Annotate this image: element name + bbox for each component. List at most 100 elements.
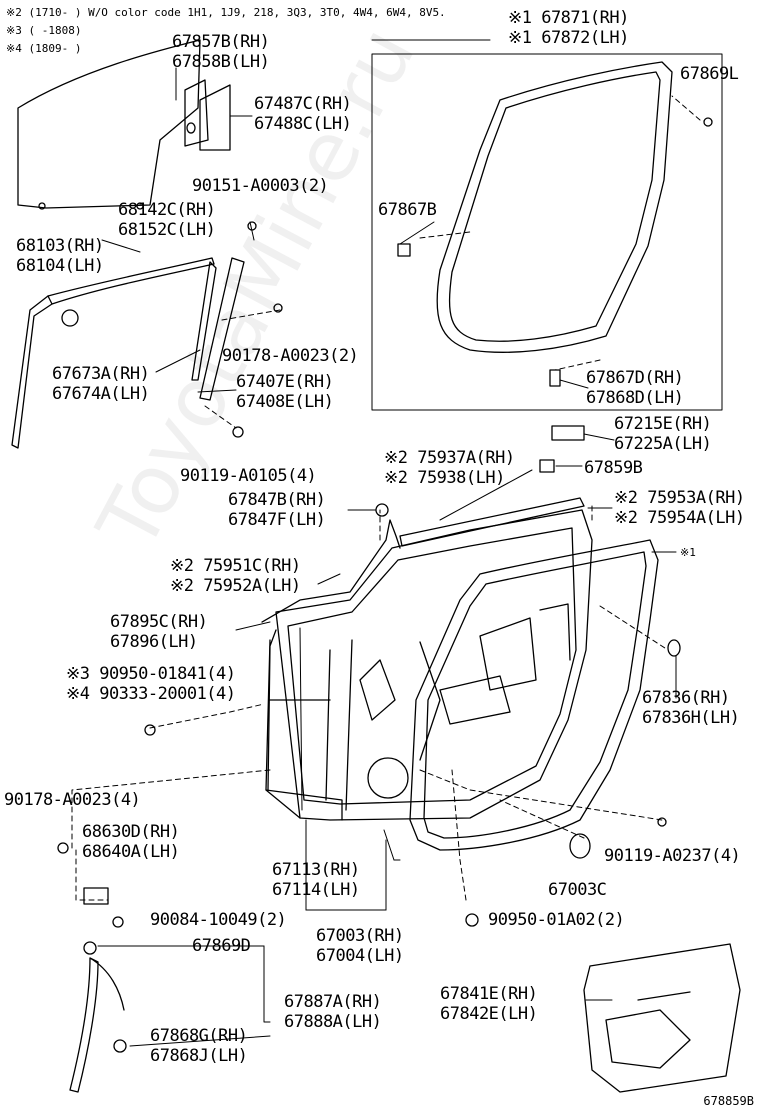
callout-67841-lh: 67842E(LH) [440, 1004, 538, 1024]
door-glass [17, 39, 201, 210]
callout-67407-lh: 67408E(LH) [236, 392, 334, 412]
belt-weatherstrip [399, 425, 585, 547]
callout-67871-rh: ※1 67871(RH) [508, 8, 629, 28]
callout-90084: 90084-10049(2) [150, 910, 287, 930]
note-date-2: ※4 (1809- ) [6, 42, 82, 55]
outer-door-frame [261, 519, 401, 821]
lower-frame-garnish [69, 941, 271, 1093]
callout-67867d-lh: 67868D(LH) [586, 388, 684, 408]
callout-67868g-lh: 67868J(LH) [150, 1046, 248, 1066]
weatherstrip-inset-box [371, 53, 723, 411]
callout-67841: 67841E(RH) 67842E(LH) [440, 984, 538, 1024]
callout-67841-rh: 67841E(RH) [440, 984, 538, 1004]
callout-90950-a-rh: ※3 90950-01841(4) [66, 664, 236, 684]
division-bar-garnish [199, 84, 253, 151]
leader-lines [71, 505, 663, 901]
callout-75937: ※2 75937A(RH) ※2 75938(LH) [384, 448, 515, 488]
callout-68630-rh: 68630D(RH) [82, 822, 180, 842]
solid-leaders [101, 39, 677, 1047]
door-weatherstrip [397, 61, 713, 387]
callout-67113-lh: 67114(LH) [272, 880, 360, 900]
callout-67215-rh: 67215E(RH) [614, 414, 712, 434]
callout-68630: 68630D(RH) 68640A(LH) [82, 822, 180, 862]
callout-67003-lh: 67004(LH) [316, 946, 404, 966]
callout-67847-rh: 67847B(RH) [228, 490, 326, 510]
callout-67895-lh: 67896(LH) [110, 632, 198, 652]
door-panel [275, 509, 593, 821]
callout-90950-a-lh: ※4 90333-20001(4) [66, 684, 236, 704]
callout-90084-text: 90084-10049(2) [150, 910, 287, 930]
callout-67868g-rh: 67868G(RH) [150, 1026, 248, 1046]
callout-67895: 67895C(RH) 67896(LH) [110, 612, 208, 652]
callout-90119-a-text: 90119-A0105(4) [180, 466, 317, 486]
callout-67847-lh: 67847F(LH) [228, 510, 326, 530]
callout-67857-lh: 67858B(LH) [172, 52, 270, 72]
callout-67215-lh: 67225A(LH) [614, 434, 712, 454]
callout-67869d-text: 67869D [192, 936, 251, 956]
callout-67113: 67113(RH) 67114(LH) [272, 860, 360, 900]
callout-67836-lh: 67836H(LH) [642, 708, 740, 728]
callout-75953: ※2 75953A(RH) ※2 75954A(LH) [614, 488, 745, 528]
callout-75951-rh: ※2 75951C(RH) [170, 556, 301, 576]
note-color-code: ※2 (1710- ) W/O color code 1H1, 1J9, 218… [6, 6, 446, 19]
callout-68103-rh: 68103(RH) [16, 236, 104, 256]
rear-lower-channel [199, 221, 283, 438]
callout-67887-rh: 67887A(RH) [284, 992, 382, 1012]
callout-90151-text: 90151-A0003(2) [192, 176, 329, 196]
callout-90151: 90151-A0003(2) [192, 176, 329, 196]
callout-67857-rh: 67857B(RH) [172, 32, 270, 52]
callout-68630-lh: 68640A(LH) [82, 842, 180, 862]
callout-67867b-text: 67867B [378, 200, 437, 220]
callout-67871: ※1 67871(RH) ※1 67872(LH) [508, 8, 629, 48]
callout-68142-rh: 68142C(RH) [118, 200, 216, 220]
callout-67869l-text: 67869L [680, 64, 739, 84]
callout-90119-a: 90119-A0105(4) [180, 466, 317, 486]
note-date-1: ※3 ( -1808) [6, 24, 82, 37]
callout-67857: 67857B(RH) 67858B(LH) [172, 32, 270, 72]
callout-67871-lh: ※1 67872(LH) [508, 28, 629, 48]
callout-68142: 68142C(RH) 68152C(LH) [118, 200, 216, 240]
callout-90119-b: 90119-A0237(4) [604, 846, 741, 866]
callout-67867b: 67867B [378, 200, 437, 220]
callout-90950-b-text: 90950-01A02(2) [488, 910, 625, 930]
callout-67847: 67847B(RH) 67847F(LH) [228, 490, 326, 530]
callout-67869l: 67869L [680, 64, 739, 84]
callout-67673-lh: 67674A(LH) [52, 384, 150, 404]
callout-67407: 67407E(RH) 67408E(LH) [236, 372, 334, 412]
callout-67836-rh: 67836(RH) [642, 688, 730, 708]
callout-1-text: ※1 [680, 546, 696, 559]
callout-67887-lh: 67888A(LH) [284, 1012, 382, 1032]
callout-90950-a: ※3 90950-01841(4) ※4 90333-20001(4) [66, 664, 236, 704]
callout-67487-rh: 67487C(RH) [254, 94, 352, 114]
callout-67895-rh: 67895C(RH) [110, 612, 208, 632]
callout-67407-rh: 67407E(RH) [236, 372, 334, 392]
callout-67673-rh: 67673A(RH) [52, 364, 150, 384]
service-hole-cover [583, 943, 741, 1093]
callout-75937-rh: ※2 75937A(RH) [384, 448, 515, 468]
callout-67868g: 67868G(RH) 67868J(LH) [150, 1026, 248, 1066]
callout-75953-lh: ※2 75954A(LH) [614, 508, 745, 528]
callout-67487-lh: 67488C(LH) [254, 114, 352, 134]
callout-67887: 67887A(RH) 67888A(LH) [284, 992, 382, 1032]
callout-67113-rh: 67113(RH) [272, 860, 360, 880]
door-opening-weatherstrip [409, 539, 681, 851]
callout-75937-lh: ※2 75938(LH) [384, 468, 505, 488]
callout-67003c: 67003C [548, 880, 607, 900]
callout-67836: 67836(RH) 67836H(LH) [642, 688, 740, 728]
callout-67869d: 67869D [192, 936, 251, 956]
glass-run-channel [184, 79, 209, 147]
callout-68103: 68103(RH) 68104(LH) [16, 236, 104, 276]
callout-90119-b-text: 90119-A0237(4) [604, 846, 741, 866]
callout-75951: ※2 75951C(RH) ※2 75952A(LH) [170, 556, 301, 596]
callout-1: ※1 [680, 546, 696, 560]
callout-75953-rh: ※2 75953A(RH) [614, 488, 745, 508]
callout-67003-rh: 67003(RH) [316, 926, 404, 946]
figure-id: 678859B [703, 1094, 754, 1108]
callout-90178-b: 90178-A0023(4) [4, 790, 141, 810]
callout-90178-a: 90178-A0023(2) [222, 346, 359, 366]
callout-90950-b: 90950-01A02(2) [488, 910, 625, 930]
window-frame-moulding [11, 257, 217, 449]
inner-frame [267, 627, 303, 811]
callout-67003c-text: 67003C [548, 880, 607, 900]
